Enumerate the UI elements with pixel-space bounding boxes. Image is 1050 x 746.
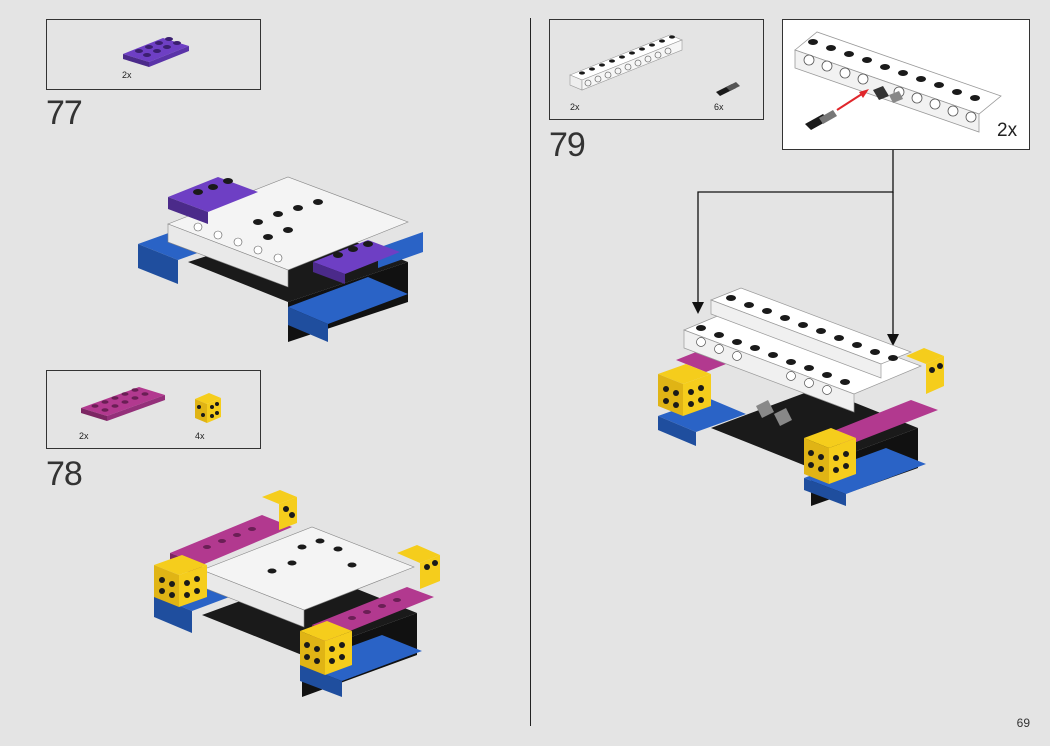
purple-plate-icon <box>123 37 189 67</box>
magenta-plate-icon <box>81 387 165 421</box>
technic-pin-icon <box>716 82 740 96</box>
step-number: 79 <box>549 126 586 164</box>
callout-qty: 2x <box>997 120 1018 141</box>
callout-box: 2x <box>782 19 1030 150</box>
parts-box-step-77: 2x <box>46 19 261 90</box>
page-divider <box>530 18 531 726</box>
white-beam-icon <box>569 34 683 91</box>
part-qty: 6x <box>714 102 724 112</box>
part-qty: 4x <box>195 431 205 441</box>
parts-box-step-78: 2x 4x <box>46 370 261 449</box>
step-number: 78 <box>46 455 83 493</box>
part-qty: 2x <box>79 431 89 441</box>
page-number: 69 <box>1016 716 1030 730</box>
part-qty: 2x <box>122 70 132 80</box>
callout-beam-illustration <box>794 31 1002 133</box>
step-number: 77 <box>46 94 83 132</box>
yellow-brick-icon <box>195 393 221 423</box>
parts-box-step-79: 2x 6x <box>549 19 764 120</box>
assembly-step-77 <box>138 176 423 342</box>
assembly-step-79 <box>658 287 944 506</box>
part-qty: 2x <box>570 102 580 112</box>
assembly-step-78 <box>154 490 440 697</box>
